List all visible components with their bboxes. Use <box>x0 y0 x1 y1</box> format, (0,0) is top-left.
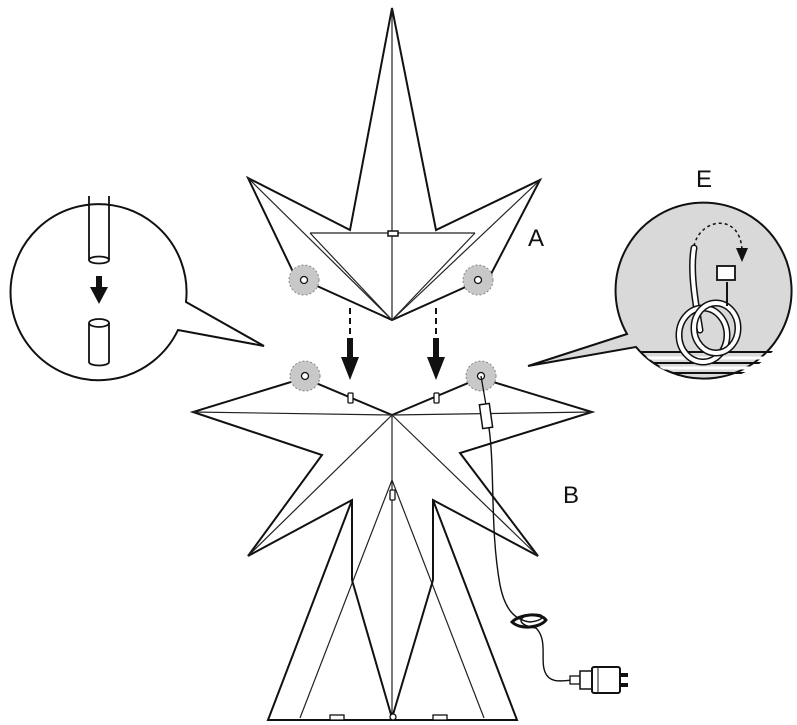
tube-lower <box>88 318 110 367</box>
stand-legs <box>266 479 519 721</box>
down-arrow-right <box>427 338 445 380</box>
bottom-star-section <box>189 376 596 718</box>
label-b: B <box>563 482 579 509</box>
top-star-section <box>245 7 543 322</box>
down-arrow-left <box>341 338 359 380</box>
detail-down-arrow <box>90 276 108 304</box>
bottom-section-joint-left <box>289 360 321 392</box>
power-cable <box>478 375 576 682</box>
power-adapter <box>569 666 628 694</box>
detail-bubble-cable-clip <box>527 201 795 380</box>
detail-bubble-connector <box>9 196 265 382</box>
label-e: E <box>696 166 712 193</box>
top-section-joint-left <box>288 264 320 296</box>
label-a: A <box>528 225 544 252</box>
tube-upper <box>88 196 110 265</box>
top-section-joint-right <box>462 264 494 296</box>
